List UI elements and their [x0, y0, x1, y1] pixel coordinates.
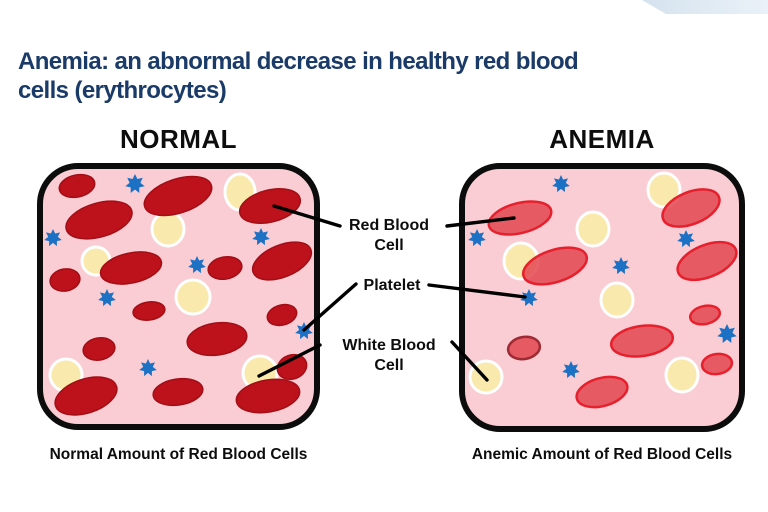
pointer-line [450, 340, 489, 382]
red-blood-cell-shape [132, 301, 166, 321]
red-blood-cell-shape [276, 353, 308, 381]
red-blood-cell-shape [49, 268, 81, 292]
platelet-shape [252, 228, 270, 246]
red-blood-cell-shape [99, 251, 163, 285]
white-blood-cell-shape [599, 281, 635, 319]
platelet-shape [612, 257, 630, 275]
normal-panel-cells [44, 172, 313, 416]
platelet-shape [98, 289, 116, 307]
red-blood-cell-shape [688, 304, 722, 326]
anemia-panel-title: ANEMIA [549, 124, 655, 154]
platelet-shape [520, 289, 538, 307]
platelet-shape [717, 324, 737, 343]
red-blood-cell-label: Red Blood Cell [349, 217, 429, 254]
platelet-shape [139, 359, 157, 377]
red-blood-cell-shape [676, 240, 738, 282]
red-blood-cell-shape [661, 188, 721, 228]
normal-panel-title: NORMAL [119, 124, 238, 154]
white-blood-cell-label: White Blood Cell [342, 337, 436, 374]
red-blood-cell-shape [700, 352, 734, 376]
red-blood-cell-shape [186, 321, 248, 357]
page-title-line-2: cells (erythrocytes) [18, 77, 227, 104]
white-blood-cell-shape [664, 356, 700, 394]
red-blood-cell-shape [575, 375, 629, 409]
red-blood-cell-shape [54, 376, 118, 416]
pointer-line [257, 343, 322, 378]
page-title-line-1: Anemia: an abnormal decrease in healthy … [18, 48, 579, 75]
red-blood-cell-shape [238, 188, 302, 224]
pointer-line [427, 283, 527, 299]
red-blood-cell-shape [487, 200, 553, 236]
red-blood-cell-shape [207, 256, 243, 280]
red-blood-cell-shape [152, 377, 204, 407]
white-blood-cell-shape [150, 210, 186, 248]
red-blood-cell-shape [65, 200, 133, 240]
platelet-shape [188, 256, 206, 274]
red-blood-cell-shape [235, 378, 301, 414]
red-blood-cell-shape [82, 337, 116, 361]
white-blood-cell-shape [575, 210, 611, 248]
platelet-shape [125, 174, 145, 193]
red-blood-cell-shape [506, 335, 542, 361]
pointer-line [272, 204, 342, 228]
platelet-shape [562, 361, 580, 379]
corner-decoration [642, 0, 768, 14]
normal-panel-caption: Normal Amount of Red Blood Cells [49, 446, 308, 463]
red-blood-cell-shape [609, 324, 675, 358]
platelet-label: Platelet [363, 277, 421, 294]
anemia-panel-caption: Anemic Amount of Red Blood Cells [471, 446, 733, 463]
red-blood-cell-shape [58, 173, 96, 199]
platelet-shape [468, 229, 486, 247]
pointer-line [445, 216, 516, 228]
anemia-panel-cells [468, 171, 738, 409]
white-blood-cell-shape [174, 278, 212, 316]
white-blood-cell-shape [646, 171, 682, 209]
page-title: Anemia: an abnormal decrease in healthy … [18, 47, 674, 105]
red-blood-cell-shape [251, 241, 313, 281]
red-blood-cell-shape [266, 303, 298, 327]
red-blood-cell-shape [521, 246, 589, 286]
platelet-shape [677, 230, 695, 248]
red-blood-cell-shape [143, 175, 213, 217]
platelet-shape [44, 229, 62, 247]
pointer-line [302, 282, 358, 332]
platelet-shape [552, 175, 570, 193]
